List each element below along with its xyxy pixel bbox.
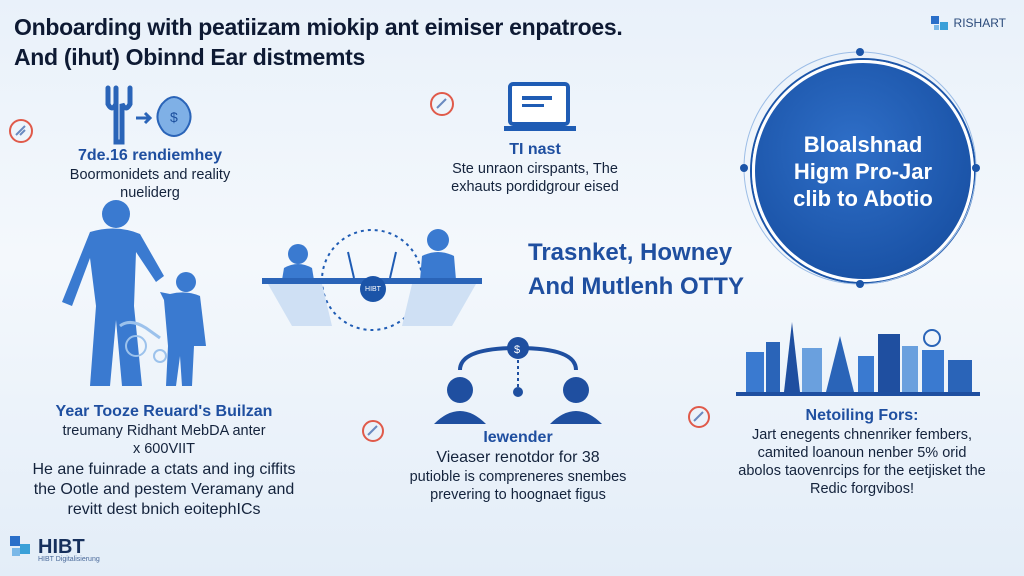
section-3-line-3: He ane fuinrade a ctats and ing ciffits: [32, 461, 296, 478]
section-2-line-2: exhauts pordidgrour eised: [451, 179, 619, 195]
section-4: Iewender Vieaser renotdor for 38 putiobl…: [388, 428, 648, 504]
svg-text:$: $: [514, 344, 520, 356]
section-3: Year Tooze Reuard's Builzan treumany Rid…: [14, 402, 314, 520]
brand-logo-icon: [930, 16, 948, 30]
section-1-line-2: nueliderg: [120, 185, 180, 201]
section-4-line-3: prevering to hoognaet figus: [430, 487, 606, 503]
circle-line-3: clib to Abotio: [793, 185, 933, 211]
section-4-line-2: putioble is compreneres snembes: [409, 469, 627, 485]
hibt-logo-text: HIBT: [38, 535, 85, 558]
mid-heading: Trasnket, Howney And Mutlenh OTTY: [528, 236, 744, 304]
highlight-circle: Bloalshnad Higm Pro-Jar clib to Abotio: [752, 60, 974, 282]
section-2-line-1: Ste unraon cirspants, The: [452, 161, 618, 177]
wrench-money-icon: $: [105, 85, 192, 145]
title-line-2: And (ihut) Obinnd Ear distmemts: [14, 44, 366, 70]
badge-icon: [430, 92, 454, 116]
brand-top-label: RISHART: [953, 16, 1006, 30]
table-badge-label: HIBT: [365, 285, 381, 293]
section-3-line-5: revitt dest bnich eoitephICs: [67, 501, 261, 518]
parent-child-illustration: [62, 200, 206, 386]
circle-line-2: Higm Pro-Jar: [793, 158, 933, 184]
badge-icon-2: [362, 420, 384, 442]
section-1: 7de.16 rendiemhey Boormonidets and reali…: [40, 146, 260, 202]
section-5-heading: Netoiling Fors:: [805, 407, 919, 424]
section-5-line-3: abolos taovenrcips for the eetjisket the: [738, 463, 986, 479]
title-line-1: Onboarding with peatiizam miokip ant eim…: [14, 14, 623, 40]
section-1-line-1: Boormonidets and reality: [69, 167, 231, 183]
section-5-line-2: camited loanoun nenber 5% orid: [757, 445, 967, 461]
circle-line-1: Bloalshnad: [803, 131, 923, 157]
section-2-heading: TI nast: [509, 141, 561, 158]
section-3-heading: Year Tooze Reuard's Builzan: [55, 403, 273, 420]
mid-heading-line-2: And Mutlenh OTTY: [528, 273, 744, 300]
hibt-logo-sub: HIBT Digitalisierung: [38, 556, 100, 563]
section-3-line-2: x 600VIIT: [132, 441, 196, 457]
section-4-heading: Iewender: [483, 429, 553, 446]
brand-top: RISHART: [930, 14, 1006, 32]
page-title: Onboarding with peatiizam miokip ant eim…: [14, 12, 623, 72]
section-5: Netoiling Fors: Jart enegents chnenriker…: [712, 406, 1012, 498]
circle-ring-icon: [740, 48, 980, 288]
hibt-logo-icon: [10, 536, 30, 556]
section-1-heading: 7de.16 rendiemhey: [77, 147, 223, 164]
highlight-circle-text: Bloalshnad Higm Pro-Jar clib to Abotio: [773, 131, 953, 212]
laptop-icon: [504, 82, 576, 131]
mid-heading-line-1: Trasnket, Howney: [528, 239, 733, 266]
footer-logo: HIBT HIBT Digitalisierung: [8, 532, 100, 563]
badge-icon-3: [688, 406, 710, 428]
section-2: TI nast Ste unraon cirspants, The exhaut…: [430, 140, 640, 196]
section-4-line-1: Vieaser renotdor for 38: [436, 449, 600, 466]
city-skyline-illustration: [736, 322, 980, 396]
rocket-badge-icon: [9, 119, 33, 143]
section-3-line-1: treumany Ridhant MebDA anter: [62, 423, 266, 439]
table-badge: HIBT: [360, 276, 386, 302]
svg-text:$: $: [170, 109, 178, 125]
section-5-line-4: Redic forgvibos!: [810, 481, 914, 497]
section-3-line-4: the Ootle and pestem Veramany and: [33, 481, 295, 498]
section-5-line-1: Jart enegents chnenriker fembers,: [751, 427, 973, 443]
network-people-icon: $: [434, 337, 602, 424]
